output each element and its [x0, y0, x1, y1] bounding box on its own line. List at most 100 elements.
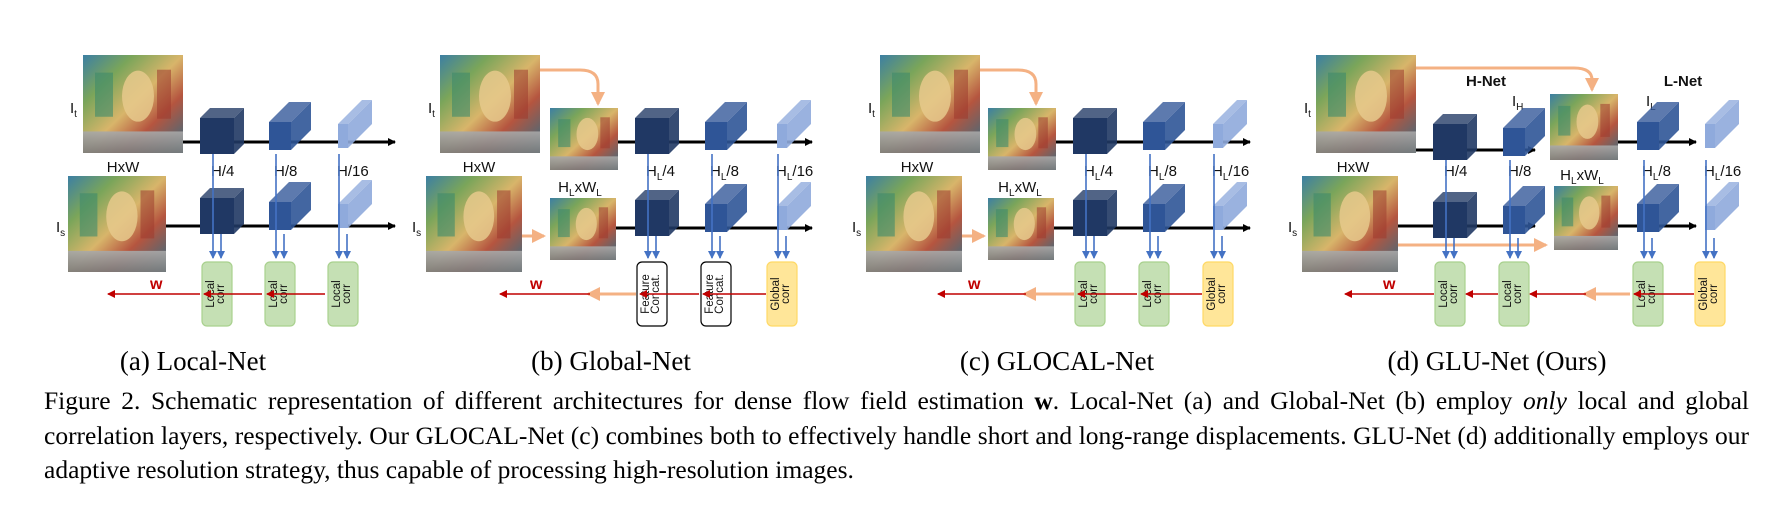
subcaption-glu-net: (d) GLU-Net (Ours)	[1387, 346, 1607, 376]
svg-text:corr: corr	[341, 284, 353, 304]
a-target-image	[83, 55, 183, 153]
svg-text:corr: corr	[1708, 284, 1720, 304]
b-target-resized	[550, 108, 618, 170]
b-source-label: Is	[412, 219, 421, 239]
a-target-feature-2	[269, 102, 311, 150]
caption-text-2: . Local-Net (a) and Global-Net (b) emplo…	[1052, 386, 1524, 415]
svg-text:Global: Global	[1698, 277, 1710, 310]
caption-text-1: Figure 2. Schematic representation of di…	[44, 386, 1035, 415]
a-source-feature-3	[338, 180, 372, 228]
b-target-image	[440, 55, 540, 153]
a-target-feature-1	[200, 108, 244, 154]
b-source-feature-3	[777, 182, 811, 230]
a-target-feature-3	[338, 100, 372, 148]
c-level-label-1: HL/4	[1084, 163, 1113, 183]
d-flow-label: w	[1382, 276, 1396, 293]
d-target-image	[1316, 55, 1416, 153]
c-target-label: It	[868, 100, 875, 120]
a-level-label-1: H/4	[211, 163, 234, 180]
c-target-feature-2	[1143, 102, 1185, 150]
b-source-image	[426, 176, 522, 272]
svg-text:Local: Local	[1438, 280, 1450, 308]
d-level-label-3: HL/8	[1642, 163, 1671, 183]
b-level-label-2: HL/8	[710, 163, 739, 183]
b-flow-label: w	[529, 276, 543, 293]
c-target-resized	[988, 108, 1056, 170]
b-level-label-1: HL/4	[646, 163, 675, 183]
d-target-feature-3	[1637, 102, 1679, 150]
b-target-feature-2	[705, 102, 747, 150]
svg-text:Local: Local	[1502, 280, 1514, 308]
a-level-label-2: H/8	[274, 163, 297, 180]
c-source-feature-3	[1213, 182, 1247, 230]
svg-text:corr: corr	[1216, 284, 1228, 304]
c-level-label-2: HL/8	[1148, 163, 1177, 183]
c-source-feature-2	[1143, 184, 1185, 232]
b-resized-size: HLxWL	[558, 179, 602, 199]
subcaption-glocal-net: (c) GLOCAL-Net	[959, 346, 1155, 376]
caption-flow-symbol: w	[1034, 386, 1053, 415]
d-source-feature-1	[1433, 192, 1477, 238]
d-level-label-2: H/8	[1508, 163, 1531, 180]
b-target-feature-1	[635, 108, 679, 154]
b-resize-target-arrow	[540, 68, 605, 106]
c-resize-target-arrow	[980, 68, 1043, 106]
b-source-feature-1	[635, 190, 679, 236]
d-source-feature-4	[1705, 182, 1739, 230]
svg-text:corr: corr	[1448, 284, 1460, 304]
d-source-feature-2	[1503, 186, 1545, 234]
b-target-label: It	[428, 100, 435, 120]
b-image-size: HxW	[463, 159, 496, 176]
b-target-feature-3	[777, 100, 811, 148]
c-resized-size: HLxWL	[998, 179, 1042, 199]
c-source-image	[866, 176, 962, 272]
c-target-feature-3	[1213, 100, 1247, 148]
a-source-feature-2	[269, 182, 311, 230]
c-flow-label: w	[967, 276, 981, 293]
a-target-label: It	[70, 100, 77, 120]
b-source-resized	[550, 198, 616, 260]
d-target-feature-4	[1705, 100, 1739, 148]
c-source-feature-1	[1073, 190, 1117, 236]
d-source-resized	[1554, 186, 1618, 250]
a-source-label: Is	[56, 219, 65, 239]
c-level-label-3: HL/16	[1212, 163, 1249, 183]
c-source-label: Is	[852, 219, 861, 239]
d-source-label: Is	[1288, 219, 1297, 239]
d-source-feature-3	[1637, 184, 1679, 232]
d-resized-size: HLxWL	[1560, 167, 1604, 187]
d-target-feature-2	[1503, 108, 1545, 156]
a-level-label-3: H/16	[337, 163, 369, 180]
c-target-image	[880, 55, 980, 153]
d-image-size: HxW	[1337, 159, 1370, 176]
subcaption-global-net: (b) Global-Net	[531, 346, 691, 376]
a-source-feature-1	[200, 188, 244, 234]
b-source-feature-2	[705, 184, 747, 232]
a-flow-label: w	[149, 276, 163, 293]
d-source-image	[1302, 176, 1398, 272]
a-source-image	[68, 176, 166, 272]
d-h-net-title: H-Net	[1466, 73, 1506, 90]
caption-emphasis-only: only	[1523, 386, 1567, 415]
d-resize-target-arrow	[1416, 66, 1599, 92]
a-image-size: HxW	[107, 159, 140, 176]
d-target-feature-1	[1433, 114, 1477, 160]
c-image-size: HxW	[901, 159, 934, 176]
figure-caption: Figure 2. Schematic representation of di…	[44, 384, 1749, 488]
svg-text:Local: Local	[331, 280, 343, 308]
svg-text:corr: corr	[1512, 284, 1524, 304]
subcaption-local-net: (a) Local-Net	[119, 346, 267, 376]
svg-text:corr: corr	[780, 284, 792, 304]
c-target-feature-1	[1073, 108, 1117, 154]
d-target-label: It	[1304, 100, 1311, 120]
d-l-net-title: L-Net	[1664, 73, 1702, 90]
d-i-h-label: IH	[1512, 93, 1523, 113]
svg-text:Global: Global	[770, 277, 782, 310]
d-level-label-4: HL/16	[1704, 163, 1741, 183]
